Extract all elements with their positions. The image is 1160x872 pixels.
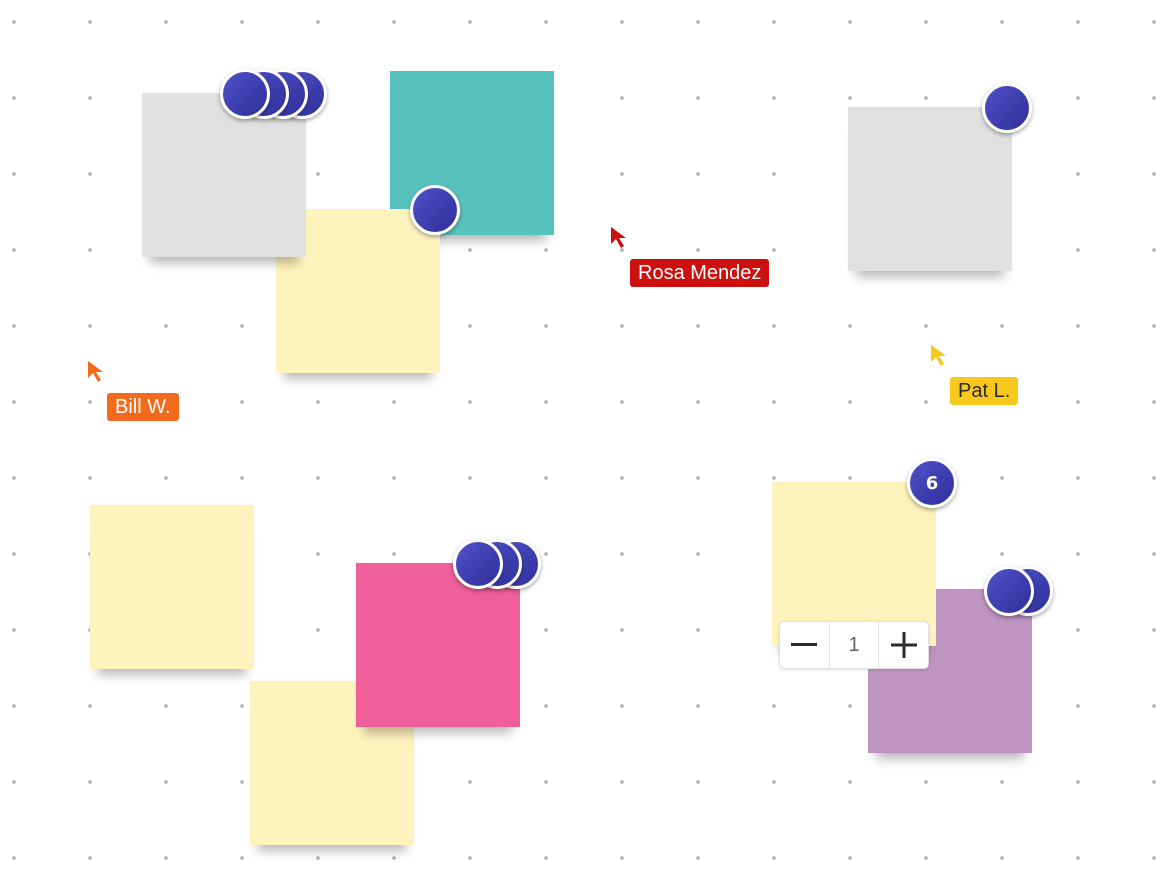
sticky-note-yellow-bottom-left[interactable] [90,505,254,669]
decrement-vote-button[interactable] [780,622,830,668]
vote-dot [410,185,460,235]
vote-dot [982,83,1032,133]
plus-icon [890,632,917,658]
vote-count-badge: 6 [907,458,957,508]
minus-icon [791,643,818,646]
cursor-arrow-icon-pat [931,345,946,366]
vote-dots-pink [453,539,543,589]
vote-value-text: 1 [848,633,860,656]
vote-dot [220,69,270,119]
vote-dot [453,539,503,589]
collaborator-label-pat: Pat L. [950,377,1019,405]
vote-dots-yellow-top [410,185,460,235]
cursor-arrow-icon-rosa [611,227,626,248]
vote-count-badge-wrap: 6 [907,458,957,508]
increment-vote-button[interactable] [879,622,928,668]
vote-dots-purple [984,566,1054,616]
sticky-note-grey-top-left[interactable] [142,93,306,257]
collaborator-label-bill: Bill W. [107,393,179,421]
cursor-arrow-icon-bill [88,361,103,382]
vote-value: 1 [830,622,880,668]
vote-stepper[interactable]: 1 [779,621,929,669]
sticky-note-pink[interactable] [356,563,520,727]
vote-dots-grey-right [982,83,1032,133]
collaborator-label-rosa: Rosa Mendez [630,259,770,287]
vote-dots-grey-top-left [220,69,330,119]
sticky-note-yellow-right[interactable] [772,482,936,646]
sticky-note-grey-right[interactable] [848,107,1012,271]
vote-dot [984,566,1034,616]
